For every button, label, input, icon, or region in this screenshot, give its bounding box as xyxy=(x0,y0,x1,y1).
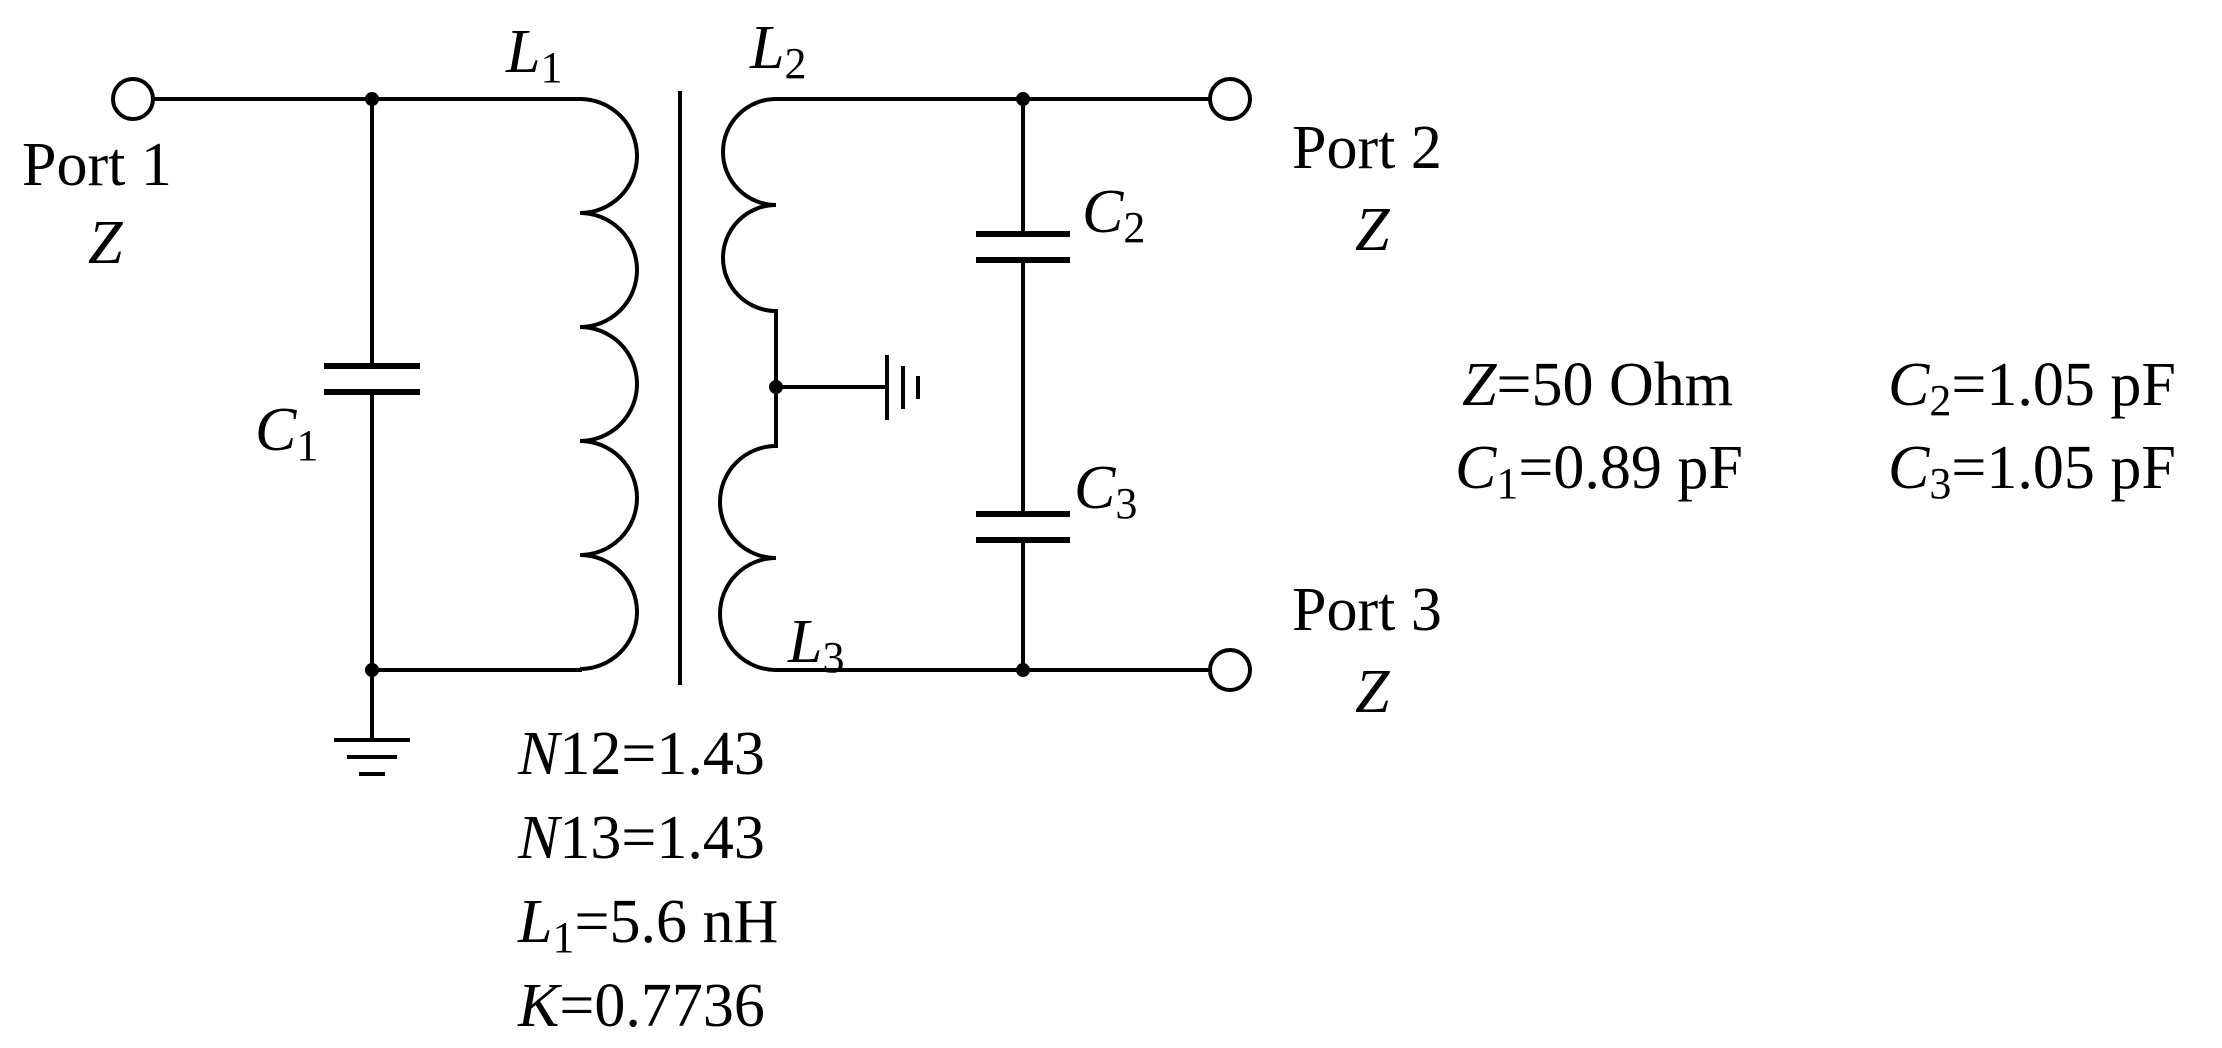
capacitor-c2 xyxy=(976,231,1070,263)
param-z: Z=50 Ohm xyxy=(1462,351,1733,419)
label-l1: L1 xyxy=(505,18,562,92)
port-3-terminal xyxy=(1208,648,1252,692)
param-l1: L1=5.6 nH xyxy=(517,888,778,962)
label-l2: L2 xyxy=(749,14,806,88)
junction-dot xyxy=(1016,663,1030,677)
label-c1: C1 xyxy=(255,396,318,470)
inductor-l2 xyxy=(721,97,778,330)
inductor-l1 xyxy=(579,97,639,671)
junction-dot xyxy=(1016,92,1030,106)
port-2-label: Port 2 xyxy=(1292,114,1442,182)
port-3-label: Port 3 xyxy=(1292,576,1442,644)
port-1-terminal xyxy=(111,77,155,121)
primary-wiring xyxy=(151,97,582,740)
param-n13: N13=1.43 xyxy=(517,804,765,872)
param-c1: C1=0.89 pF xyxy=(1455,434,1743,508)
port-3-impedance: Z xyxy=(1355,658,1390,726)
port-2-terminal xyxy=(1208,77,1252,121)
label-l3: L3 xyxy=(787,608,844,682)
ground-symbol-center-tap xyxy=(774,355,920,420)
label-c3: C3 xyxy=(1074,454,1137,528)
junction-dot xyxy=(365,663,379,677)
secondary-wiring xyxy=(774,97,1212,672)
junction-dot xyxy=(769,380,783,394)
capacitor-c1 xyxy=(324,363,420,395)
port-2-impedance: Z xyxy=(1355,196,1390,264)
param-c2: C2=1.05 pF xyxy=(1888,351,2176,425)
ground-symbol-primary xyxy=(334,738,410,776)
junction-dot xyxy=(365,92,379,106)
label-c2: C2 xyxy=(1082,178,1145,252)
inductor-l3 xyxy=(718,392,778,672)
port-1-impedance: Z xyxy=(88,209,123,277)
capacitor-c3 xyxy=(976,511,1070,543)
param-c3: C3=1.05 pF xyxy=(1888,434,2176,508)
port-1-label: Port 1 xyxy=(22,131,172,199)
param-k: K=0.7736 xyxy=(517,972,765,1040)
param-n12: N12=1.43 xyxy=(517,720,765,788)
